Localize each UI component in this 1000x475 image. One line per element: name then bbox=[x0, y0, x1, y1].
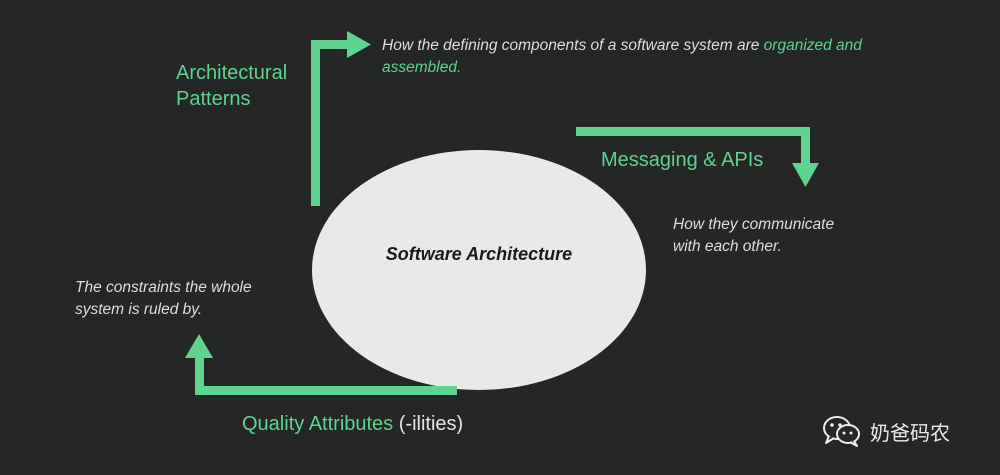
patterns-desc-highlight2: assembled. bbox=[382, 59, 462, 76]
quality-desc-line1: The constraints the whole bbox=[75, 279, 252, 296]
quality-description: The constraints the whole system is rule… bbox=[75, 277, 252, 321]
patterns-arrow bbox=[311, 31, 371, 206]
patterns-description: How the defining components of a softwar… bbox=[382, 35, 862, 79]
watermark: 奶爸码农 bbox=[822, 414, 950, 448]
patterns-desc-line1: How the defining components of a softwar… bbox=[382, 35, 862, 57]
center-label: Software Architecture bbox=[385, 244, 573, 264]
quality-title: Quality Attributes (-ilities) bbox=[242, 411, 463, 437]
messaging-arrow-vertical bbox=[801, 127, 810, 167]
quality-arrow-vertical bbox=[195, 355, 204, 395]
messaging-title: Messaging & APIs bbox=[601, 149, 764, 171]
patterns-arrow-vertical bbox=[311, 40, 320, 206]
patterns-title-line2: Patterns bbox=[176, 88, 251, 110]
quality-desc-line2: system is ruled by. bbox=[75, 301, 203, 318]
messaging-desc-line1: How they communicate bbox=[673, 216, 835, 233]
patterns-title-line1: Architectural bbox=[176, 62, 288, 84]
messaging-arrow-head bbox=[792, 163, 819, 187]
software-architecture-ellipse bbox=[312, 150, 646, 390]
quality-arrow-head bbox=[185, 334, 213, 358]
messaging-arrow-horizontal bbox=[576, 127, 810, 136]
patterns-arrow-horizontal bbox=[311, 40, 351, 49]
quality-arrow-horizontal bbox=[195, 386, 457, 395]
patterns-title: Architectural Patterns bbox=[176, 60, 287, 112]
quality-title-suffix: (-ilities) bbox=[398, 413, 464, 435]
messaging-desc-line2: with each other. bbox=[673, 238, 782, 255]
chat-bubbles-icon bbox=[823, 416, 860, 447]
quality-arrow bbox=[185, 334, 457, 395]
patterns-desc-part1: How the defining components of a softwar… bbox=[382, 37, 764, 54]
quality-title-main: Quality Attributes bbox=[242, 413, 394, 435]
patterns-arrow-head bbox=[347, 31, 371, 58]
patterns-desc-highlight1: organized and bbox=[763, 37, 862, 54]
watermark-text: 奶爸码农 bbox=[870, 420, 950, 445]
messaging-description: How they communicate with each other. bbox=[673, 214, 834, 258]
messaging-arrow bbox=[576, 127, 819, 187]
